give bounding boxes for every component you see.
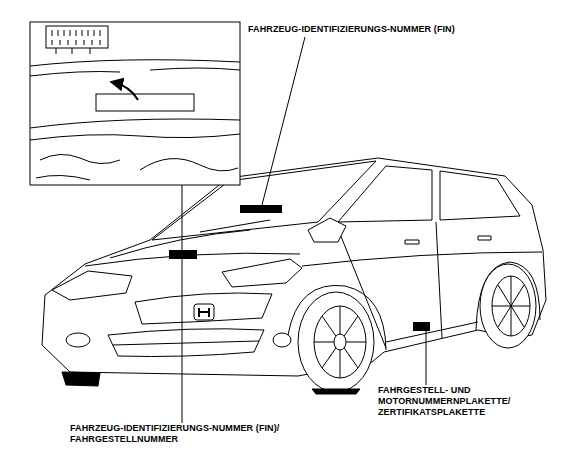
inset-frame [30, 22, 240, 185]
headlight [222, 259, 302, 287]
upper-grille [135, 293, 272, 324]
side-mirror [308, 218, 346, 242]
fog-light [66, 333, 90, 347]
callout-label: FAHRGESTELL- UND MOTORNUMMERNPLAKETTE/ Z… [378, 385, 528, 418]
front-rim [314, 306, 366, 378]
hood-crease [110, 230, 250, 258]
certificate-plate [413, 322, 430, 331]
leader-line [182, 259, 183, 423]
callout-label: FAHRZEUG-IDENTIFIZIERUNGS-NUMMER (FIN)/ … [70, 423, 345, 445]
body-outline [42, 158, 546, 376]
hood-edge [30, 119, 240, 128]
front-side-window [338, 166, 432, 222]
label-plate [96, 94, 194, 111]
connector-tabs [56, 48, 90, 54]
leader-line [262, 37, 305, 205]
rim-hub [334, 334, 346, 350]
car-body [42, 158, 546, 376]
logo-badge [194, 304, 214, 320]
vin-plate [240, 205, 282, 213]
vin-plate [169, 250, 197, 259]
leader-line [426, 331, 427, 385]
door-line [436, 222, 442, 338]
right-tyre-base [312, 389, 360, 394]
rear-tyre [480, 264, 536, 348]
cowl-line [30, 60, 240, 66]
detail-inset [30, 22, 240, 185]
pointer-arrow [112, 82, 138, 100]
lower-intake [108, 329, 264, 357]
leader-line [182, 185, 183, 250]
rim-spokes [492, 276, 530, 336]
front-tyre [298, 292, 374, 392]
rim-spokes [314, 306, 366, 378]
rear-side-window [440, 171, 520, 220]
connector-pins [52, 30, 100, 45]
door-handle [405, 240, 419, 244]
logo-mark [199, 308, 209, 317]
headlight [52, 271, 132, 300]
door-handle [478, 236, 491, 240]
wiper [200, 220, 270, 232]
hood-edge [30, 134, 240, 140]
sill-line [386, 322, 478, 342]
plates [169, 205, 430, 331]
left-tyre [62, 372, 100, 386]
callout-label: FAHRZEUG-IDENTIFIZIERUNGS-NUMMER (FIN) [248, 24, 548, 35]
wheels [62, 264, 536, 394]
leader-lines [182, 37, 426, 423]
connector-block [46, 26, 108, 48]
fog-light [273, 333, 291, 347]
rear-rim [492, 276, 530, 336]
cowl-line [30, 72, 120, 77]
engine-part [36, 154, 238, 180]
intake-bar [113, 341, 259, 345]
cowl-line [150, 68, 240, 70]
